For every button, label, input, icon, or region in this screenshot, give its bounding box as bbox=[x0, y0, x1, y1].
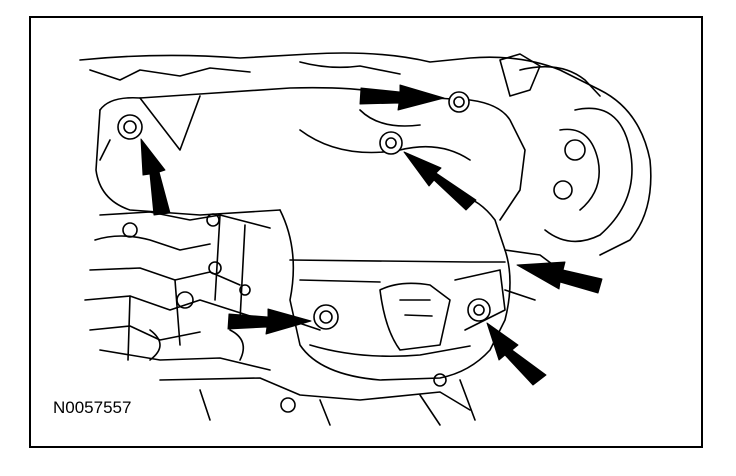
right-pulley-outline bbox=[544, 107, 633, 243]
arrow-center bbox=[403, 151, 477, 211]
arrow-upper-left bbox=[140, 138, 171, 216]
figure-id-label: N0057557 bbox=[53, 398, 132, 417]
arrow-lower-right bbox=[486, 322, 547, 386]
arrow-top-center bbox=[359, 84, 445, 111]
engine-block-outline bbox=[79, 52, 652, 256]
bolt-lower-center bbox=[313, 304, 339, 330]
arrow-lower-center bbox=[227, 308, 312, 335]
arrow-right-edge bbox=[516, 261, 603, 294]
left-bracket bbox=[99, 211, 271, 229]
bolt-center bbox=[379, 131, 403, 155]
figure-frame bbox=[29, 16, 703, 448]
bolt-upper-left bbox=[117, 114, 143, 140]
engine-heat-shield-illustration bbox=[79, 52, 652, 426]
bolt-lower-right bbox=[467, 298, 491, 322]
lower-heat-shield bbox=[279, 194, 511, 381]
bolt-top-center bbox=[448, 91, 470, 113]
